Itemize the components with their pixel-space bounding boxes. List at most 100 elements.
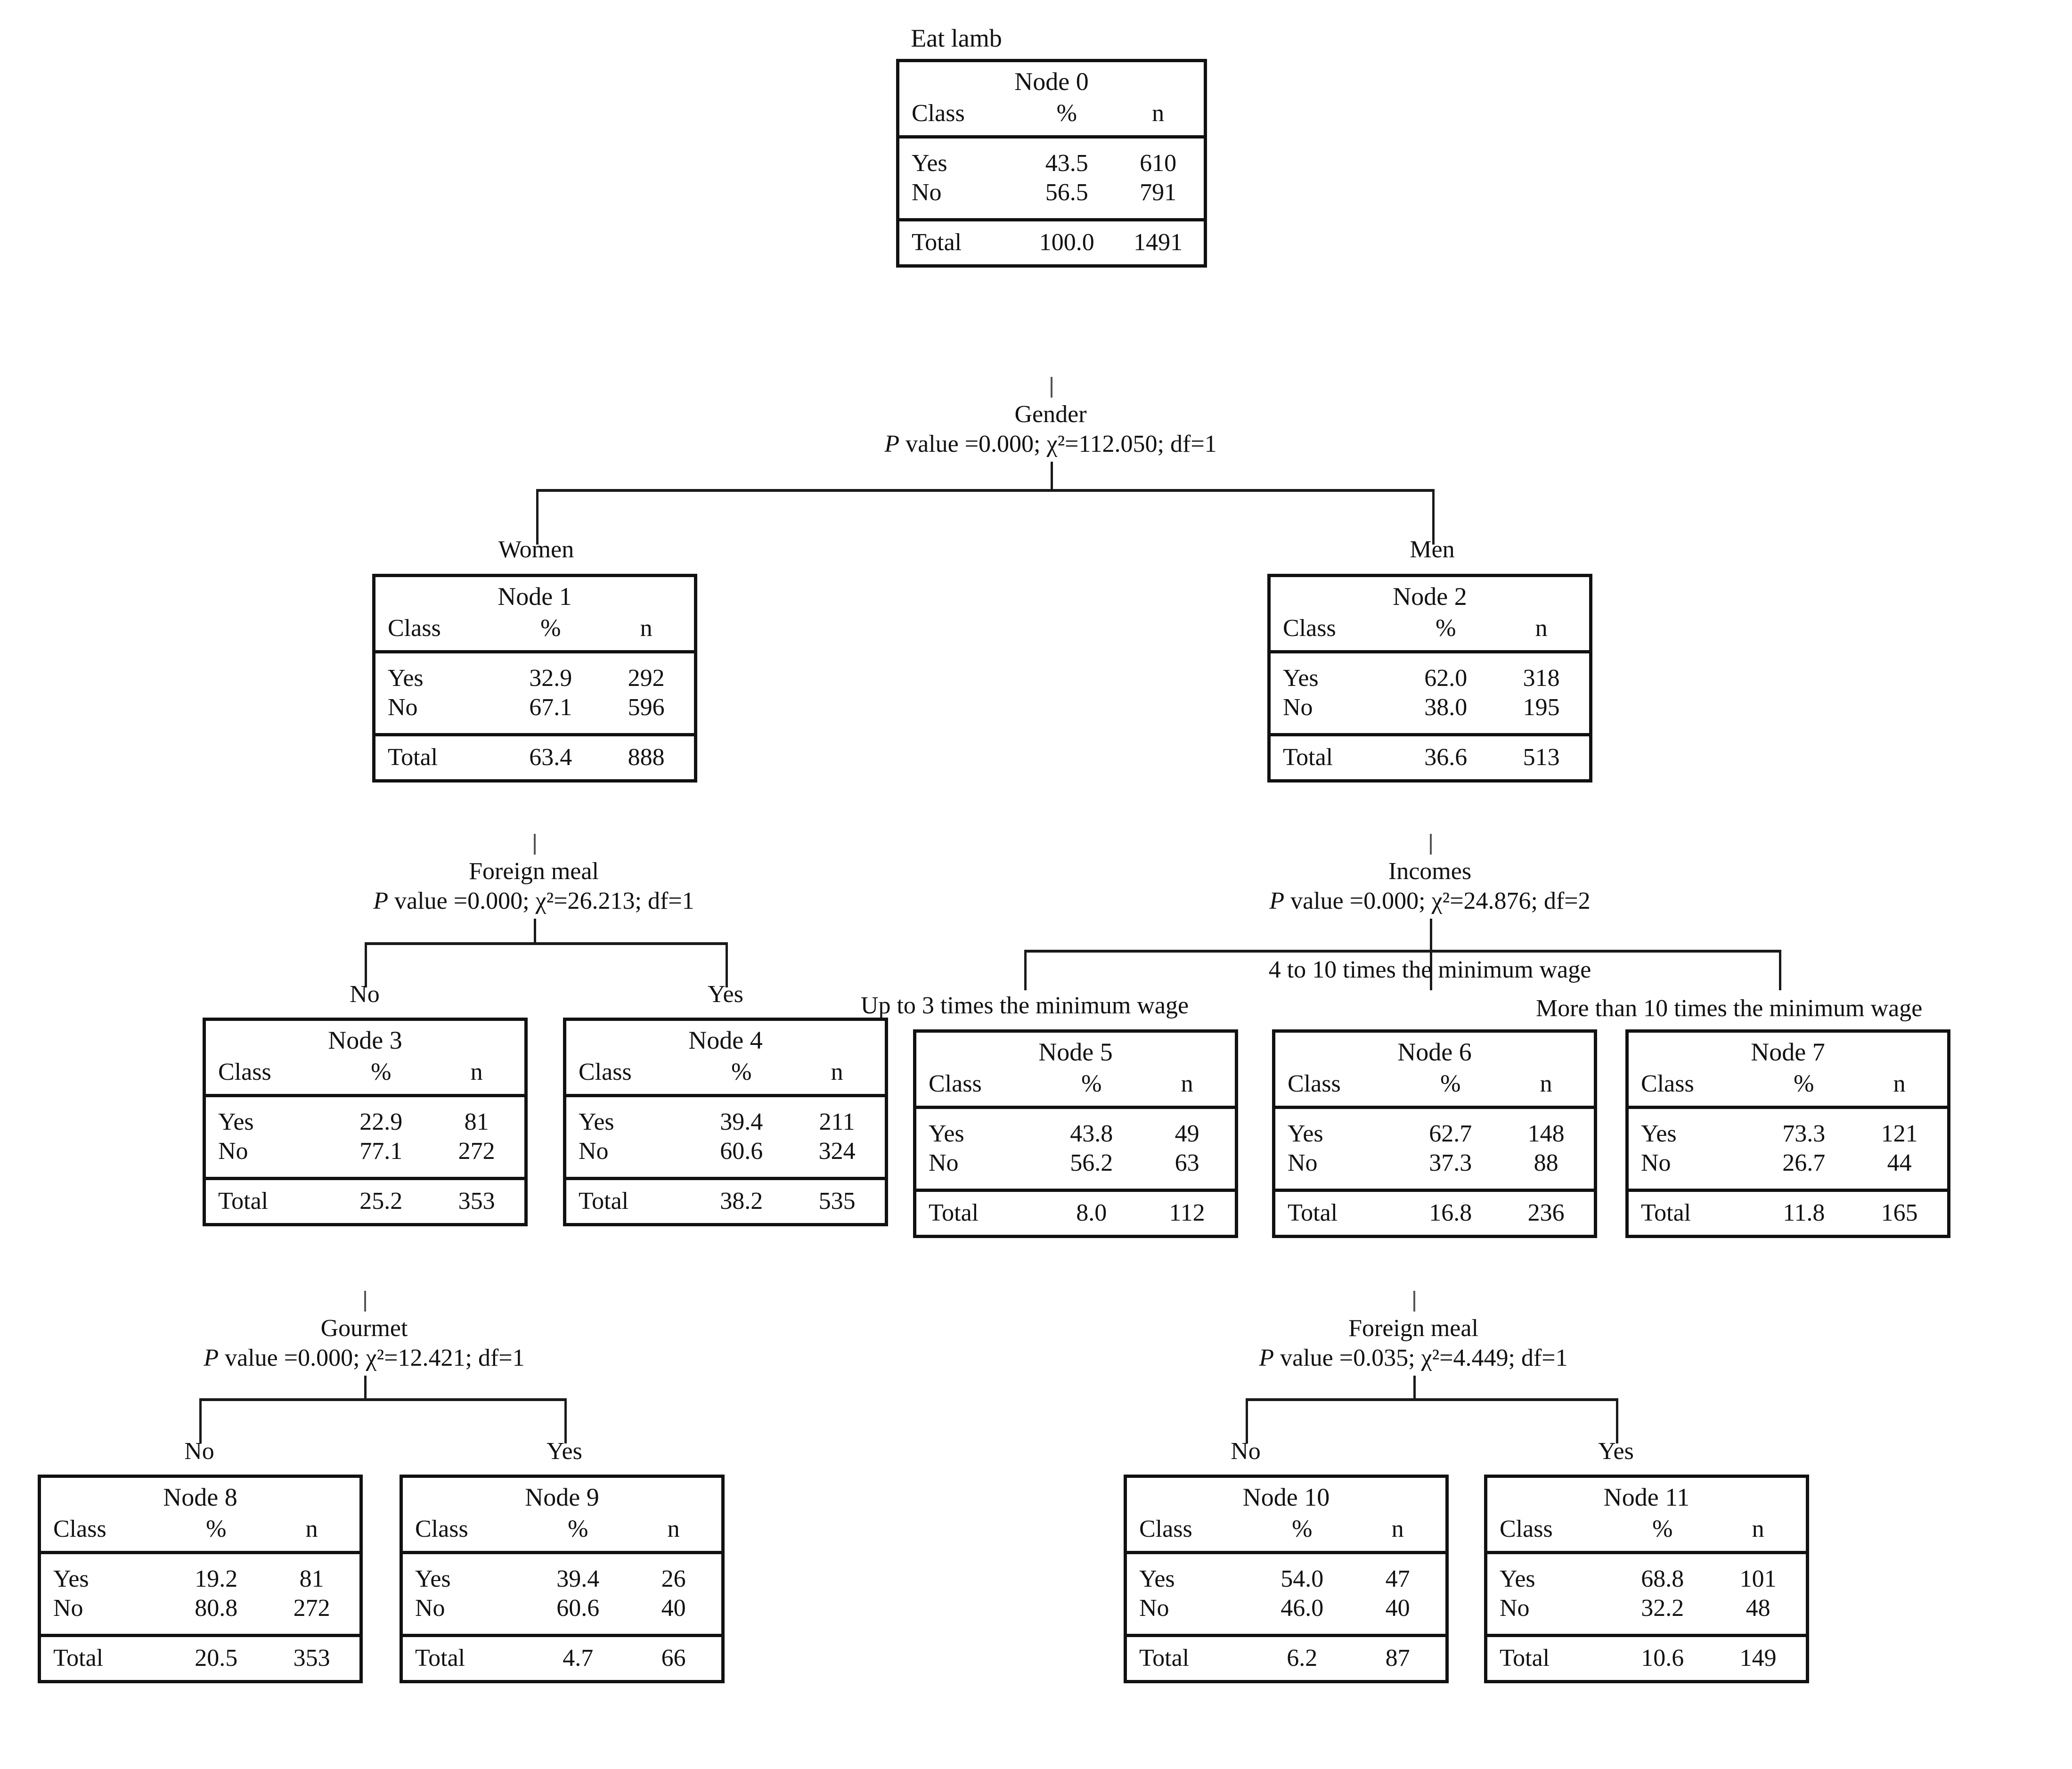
total-pct: 36.6 xyxy=(1424,744,1468,771)
row-pct: 54.0 xyxy=(1281,1565,1324,1593)
edge-vertical xyxy=(1432,489,1435,545)
edge-vertical xyxy=(1430,919,1432,951)
row-n: 318 xyxy=(1523,665,1560,692)
p-italic: P xyxy=(1269,888,1285,915)
column-header-class: Class xyxy=(1139,1516,1192,1542)
row-class: No xyxy=(929,1149,959,1176)
table-row: Yes 62.7 148 xyxy=(1275,1119,1594,1148)
node-7[interactable]: Node 7 Class % n Yes 73.3 121 No 26.7 44… xyxy=(1625,1029,1950,1239)
edge-vertical xyxy=(726,942,728,987)
row-class: No xyxy=(53,1594,83,1622)
node-1[interactable]: Node 1 Class % n Yes 32.9 292 No 67.1 59… xyxy=(372,574,697,783)
row-class: Yes xyxy=(1283,665,1319,692)
branch-label-foreign-meal2-yes: Yes xyxy=(1598,1438,1634,1465)
node-5[interactable]: Node 5 Class % n Yes 43.8 49 No 56.2 63 … xyxy=(913,1029,1238,1239)
table-row: Yes 32.9 292 xyxy=(375,664,694,693)
table-row: No 26.7 44 xyxy=(1629,1149,1947,1177)
edge-vertical xyxy=(564,1398,567,1443)
split-stat: P value =0.035; χ²=4.449; df=1 xyxy=(1178,1343,1649,1373)
row-class: No xyxy=(388,693,418,721)
row-n: 88 xyxy=(1534,1149,1558,1176)
table-row-total: Total 20.5 353 xyxy=(41,1644,359,1672)
split-variable: Gender xyxy=(1014,401,1087,428)
edge-vertical xyxy=(365,942,367,987)
edge-stub xyxy=(1051,377,1052,398)
node-6[interactable]: Node 6 Class % n Yes 62.7 148 No 37.3 88… xyxy=(1272,1029,1597,1239)
row-pct: 46.0 xyxy=(1281,1594,1324,1622)
table-row-total: Total 36.6 513 xyxy=(1271,743,1589,772)
table-row: Yes 62.0 318 xyxy=(1271,664,1589,693)
column-header-class: Class xyxy=(929,1070,982,1097)
table-row: No 37.3 88 xyxy=(1275,1149,1594,1177)
node-2[interactable]: Node 2 Class % n Yes 62.0 318 No 38.0 19… xyxy=(1267,574,1592,783)
node-8[interactable]: Node 8 Class % n Yes 19.2 81 No 80.8 272… xyxy=(38,1475,363,1684)
branch-label-women: Women xyxy=(498,536,574,563)
node-10-header: Class % n xyxy=(1127,1512,1445,1551)
node-6-title: Node 6 xyxy=(1397,1038,1472,1066)
node-3[interactable]: Node 3 Class % n Yes 22.9 81 No 77.1 272… xyxy=(203,1018,528,1227)
node-10-total: Total 6.2 87 xyxy=(1127,1634,1445,1680)
tree-root-title: Eat lamb xyxy=(911,24,1002,52)
total-label: Total xyxy=(1641,1199,1691,1227)
edge-stub xyxy=(1413,1291,1415,1312)
table-row: No 46.0 40 xyxy=(1127,1594,1445,1622)
row-n: 324 xyxy=(818,1137,856,1165)
row-n: 49 xyxy=(1175,1120,1199,1148)
split-stat-text: value =0.000; χ²=26.213; df=1 xyxy=(394,888,694,915)
total-label: Total xyxy=(415,1645,465,1672)
row-class: Yes xyxy=(1641,1120,1677,1148)
node-9[interactable]: Node 9 Class % n Yes 39.4 26 No 60.6 40 … xyxy=(400,1475,725,1684)
node-11[interactable]: Node 11 Class % n Yes 68.8 101 No 32.2 4… xyxy=(1484,1475,1809,1684)
row-class: No xyxy=(579,1137,609,1165)
table-row: Yes 22.9 81 xyxy=(206,1108,524,1136)
row-pct: 68.8 xyxy=(1641,1565,1684,1593)
row-pct: 19.2 xyxy=(195,1565,238,1593)
split-label-foreign-meal-1: Foreign meal P value =0.000; χ²=26.213; … xyxy=(298,856,769,916)
node-1-rows: Yes 32.9 292 No 67.1 596 xyxy=(375,650,694,733)
row-pct: 80.8 xyxy=(195,1594,238,1622)
row-n: 63 xyxy=(1175,1149,1199,1176)
column-header-pct: % xyxy=(1292,1516,1313,1542)
table-row-total: Total 10.6 149 xyxy=(1487,1644,1806,1672)
edge-vertical xyxy=(534,919,536,943)
node-4[interactable]: Node 4 Class % n Yes 39.4 211 No 60.6 32… xyxy=(563,1018,888,1227)
node-10[interactable]: Node 10 Class % n Yes 54.0 47 No 46.0 40… xyxy=(1124,1475,1449,1684)
total-pct: 63.4 xyxy=(529,744,572,771)
node-2-title: Node 2 xyxy=(1393,582,1467,611)
row-pct: 60.6 xyxy=(720,1137,763,1165)
table-row: No 56.2 63 xyxy=(916,1149,1235,1177)
total-n: 87 xyxy=(1385,1645,1410,1672)
total-n: 165 xyxy=(1881,1199,1918,1227)
total-pct: 25.2 xyxy=(359,1188,403,1215)
column-header-pct: % xyxy=(206,1516,227,1542)
split-stat: P value =0.000; χ²=12.421; df=1 xyxy=(129,1343,600,1373)
total-n: 535 xyxy=(818,1188,856,1215)
column-header-class: Class xyxy=(415,1516,468,1542)
row-pct: 56.2 xyxy=(1070,1149,1113,1176)
node-0-total: Total 100.0 1491 xyxy=(899,218,1204,264)
row-class: No xyxy=(912,179,942,206)
split-variable: Incomes xyxy=(1388,858,1472,885)
branch-label-foreign-meal-no: No xyxy=(350,981,380,1008)
row-pct: 37.3 xyxy=(1429,1149,1472,1176)
node-0[interactable]: Node 0 Class % n Yes 43.5 610 No 56.5 79… xyxy=(896,59,1207,268)
column-header-n: n xyxy=(640,615,653,642)
row-class: Yes xyxy=(218,1109,254,1136)
edge-horizontal xyxy=(200,1398,566,1401)
column-header-class: Class xyxy=(53,1516,106,1542)
total-label: Total xyxy=(929,1199,979,1227)
column-header-n: n xyxy=(1540,1070,1552,1097)
table-row-total: Total 25.2 353 xyxy=(206,1187,524,1215)
column-header-n: n xyxy=(1391,1516,1404,1542)
node-5-rows: Yes 43.8 49 No 56.2 63 xyxy=(916,1106,1235,1189)
split-stat-text: value =0.000; χ²=24.876; df=2 xyxy=(1290,888,1591,915)
table-row: Yes 39.4 211 xyxy=(566,1108,885,1136)
split-variable: Foreign meal xyxy=(1348,1315,1478,1342)
p-italic: P xyxy=(884,431,900,458)
total-label: Total xyxy=(1288,1199,1338,1227)
table-row: Yes 39.4 26 xyxy=(403,1565,721,1593)
row-n: 272 xyxy=(293,1594,330,1622)
total-label: Total xyxy=(388,744,438,771)
node-2-rows: Yes 62.0 318 No 38.0 195 xyxy=(1271,650,1589,733)
total-label: Total xyxy=(579,1188,629,1215)
